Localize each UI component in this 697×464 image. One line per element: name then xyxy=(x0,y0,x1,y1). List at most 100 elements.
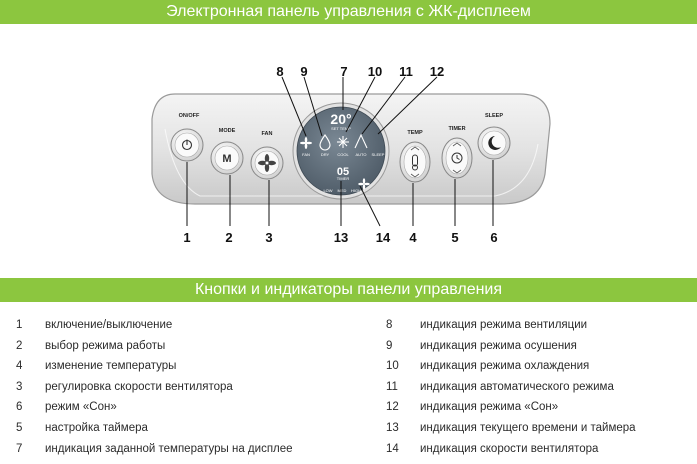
legend-number: 6 xyxy=(16,401,23,414)
lcd-speed-med: MED xyxy=(338,188,347,193)
legend-number: 8 xyxy=(386,319,393,331)
lcd-cool-mode-icon xyxy=(337,136,349,148)
legend-item: 13 индикация текущего времени и таймера xyxy=(386,418,686,439)
callout-13: 13 xyxy=(334,230,348,245)
callout-11: 11 xyxy=(399,64,413,79)
legend-text: выбор режима работы xyxy=(45,339,166,352)
callout-1: 1 xyxy=(183,230,190,245)
lcd-timer-units: TIMER xyxy=(337,176,350,181)
legend-number: 7 xyxy=(16,442,23,455)
legend-number: 3 xyxy=(16,380,23,393)
legend-number: 2 xyxy=(16,339,23,352)
fan-button[interactable]: FAN xyxy=(250,131,284,180)
legend-text: настройка таймера xyxy=(45,421,148,434)
legend-number: 11 xyxy=(386,380,398,393)
onoff-label: ON/OFF xyxy=(179,113,200,119)
mode-icon: M xyxy=(222,153,231,165)
legend-text: индикация заданной температуры на диспле… xyxy=(45,442,293,455)
legend-item: 1 включение/выключение xyxy=(16,315,346,336)
header-banner: Электронная панель управления с ЖК-диспл… xyxy=(0,0,697,24)
lcd-dry-mode-icon xyxy=(319,134,331,151)
legend-number: 4 xyxy=(16,360,23,373)
timer-button[interactable]: TIMER xyxy=(441,126,473,179)
legend-item: 10 индикация режима охлаждения xyxy=(386,356,686,377)
legend-title: Кнопки и индикаторы панели управления xyxy=(194,281,503,298)
legend-item: 6 режим «Сон» xyxy=(16,397,346,418)
callout-14: 14 xyxy=(376,230,391,245)
temp-label: TEMP xyxy=(407,130,423,136)
sleep-button[interactable]: SLEEP xyxy=(477,113,511,160)
legend-item: 14 индикация скорости вентилятора xyxy=(386,439,686,460)
legend-right-column: 8 индикация режима вентиляции 9 индикация … xyxy=(386,315,686,459)
lcd-fan-mode-icon xyxy=(300,137,312,149)
callout-9: 9 xyxy=(300,64,307,79)
lcd-temp-units: SET TEMP xyxy=(331,126,351,131)
moon-icon xyxy=(488,136,501,150)
callout-8: 8 xyxy=(276,64,283,79)
legend-text: изменение температуры xyxy=(45,360,177,373)
legend-number: 10 xyxy=(386,360,399,373)
legend-number: 14 xyxy=(386,442,399,455)
callout-10: 10 xyxy=(368,64,382,79)
timer-label: TIMER xyxy=(448,126,465,132)
callout-2: 2 xyxy=(225,230,232,245)
legend-item: 7 индикация заданной температуры на диспл… xyxy=(16,439,346,460)
fan-label: FAN xyxy=(262,131,273,137)
legend-item: 4 изменение температуры xyxy=(16,356,346,377)
legend-text: индикация режима вентиляции xyxy=(420,319,588,331)
legend-text: включение/выключение xyxy=(45,319,173,331)
legend-number: 12 xyxy=(386,401,399,414)
control-panel-diagram: ON/OFF MODE M FAN 20° SET TEMP xyxy=(151,64,551,245)
legend-left-column: 1 включение/выключение 2 выбор режима рабо… xyxy=(16,315,346,459)
legend-text: индикация скорости вентилятора xyxy=(420,442,599,455)
legend-banner: Кнопки и индикаторы панели управления xyxy=(0,278,697,302)
legend-item: 5 настройка таймера xyxy=(16,418,346,439)
mode-label: MODE xyxy=(219,128,236,134)
lcd-timer-time: 05 xyxy=(337,166,349,178)
onoff-button[interactable]: ON/OFF xyxy=(170,113,204,162)
legend-number: 1 xyxy=(16,319,23,331)
legend-text: режим «Сон» xyxy=(45,401,117,414)
header-title: Электронная панель управления с ЖК-диспл… xyxy=(166,3,531,20)
lcd-speed-low: LOW xyxy=(323,188,332,193)
legend-text: индикация текущего времени и таймера xyxy=(420,421,636,434)
legend-number: 13 xyxy=(386,421,399,434)
lcd-display: 20° SET TEMP FAN DRY COOL AUTO SLEEP 05 … xyxy=(292,102,390,200)
callout-3: 3 xyxy=(265,230,272,245)
callout-12: 12 xyxy=(430,64,444,79)
clock-icon xyxy=(451,152,463,164)
legend-item: 8 индикация режима вентиляции xyxy=(386,315,686,336)
mode-button[interactable]: MODE M xyxy=(210,128,244,175)
legend-item: 9 индикация режима осушения xyxy=(386,336,686,357)
callout-7: 7 xyxy=(340,64,347,79)
power-icon xyxy=(181,139,193,151)
legend-item: 3 регулировка скорости вентилятора xyxy=(16,377,346,398)
legend-number: 5 xyxy=(16,421,23,434)
lcd-mode-fan: FAN xyxy=(302,152,310,157)
lcd-mode-sleep: SLEEP xyxy=(372,152,385,157)
lcd-speed-high: HIGH xyxy=(351,188,361,193)
legend-item: 12 индикация режима «Сон» xyxy=(386,397,686,418)
lcd-fan-speed-icon xyxy=(358,178,370,190)
legend-text: индикация режима «Сон» xyxy=(420,401,559,414)
lcd-mode-dry: DRY xyxy=(321,152,330,157)
thermometer-icon xyxy=(412,154,418,171)
legend-item: 2 выбор режима работы xyxy=(16,336,346,357)
lcd-mode-cool: COOL xyxy=(337,152,349,157)
legend-text: индикация автоматического режима xyxy=(420,380,614,393)
callout-lines xyxy=(186,76,494,227)
legend-number: 9 xyxy=(386,339,393,352)
lcd-mode-auto: AUTO xyxy=(355,152,366,157)
legend-text: индикация режима осушения xyxy=(420,339,577,352)
callout-4: 4 xyxy=(409,230,417,245)
callout-5: 5 xyxy=(451,230,458,245)
legend-text: индикация режима охлаждения xyxy=(420,360,590,373)
lcd-set-temperature: 20° xyxy=(330,111,351,127)
fan-icon xyxy=(258,154,276,172)
lcd-auto-mode-icon xyxy=(354,133,368,149)
callout-6: 6 xyxy=(490,230,497,245)
sleep-label: SLEEP xyxy=(485,113,503,119)
temp-button[interactable]: TEMP xyxy=(399,130,431,183)
legend-item: 11 индикация автоматического режима xyxy=(386,377,686,398)
legend-text: регулировка скорости вентилятора xyxy=(45,380,233,393)
